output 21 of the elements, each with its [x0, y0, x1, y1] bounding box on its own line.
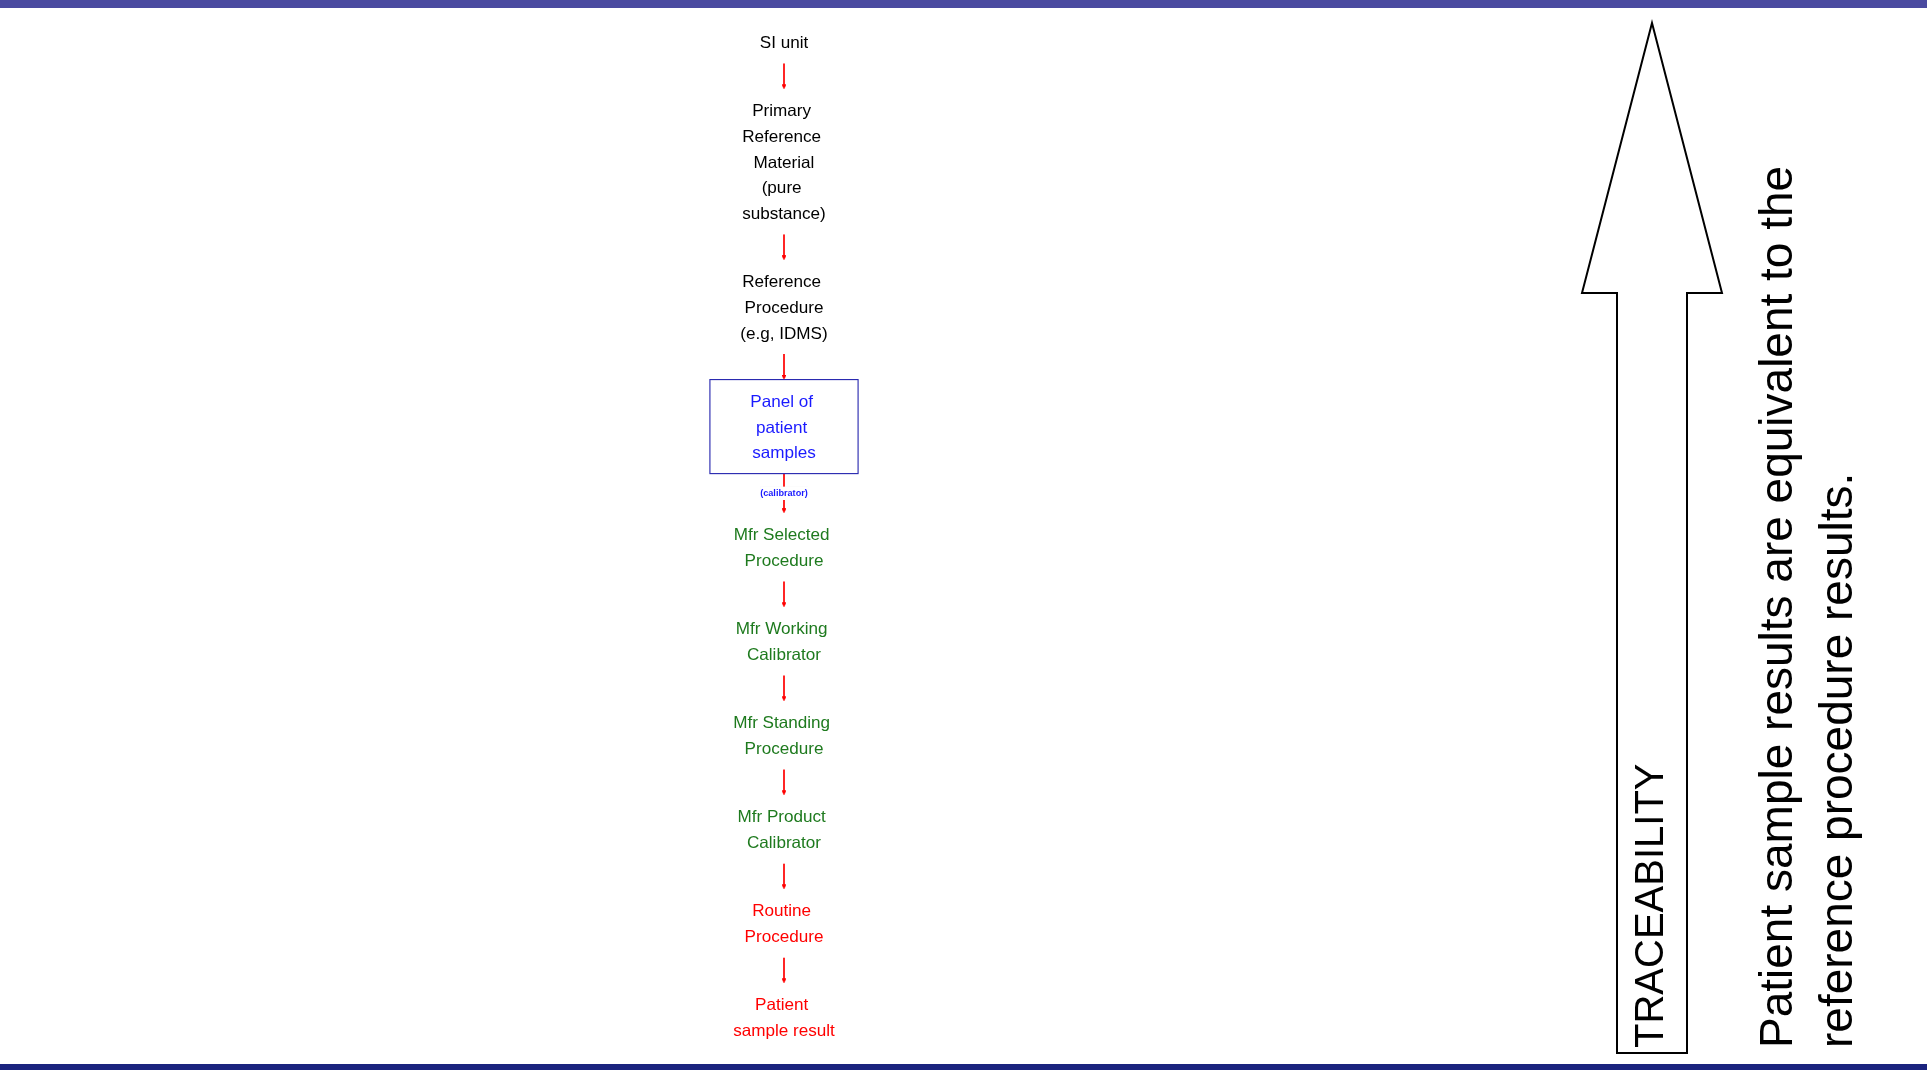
note-text: Patient sample results are equivalent to the reference procedure results.: [1749, 164, 1863, 1048]
node-text: Mfr Selected Procedure: [733, 524, 830, 570]
arrow: [781, 956, 786, 984]
node-box: Panel of patient samples: [708, 379, 859, 475]
arrow: [781, 580, 786, 608]
arrow: [781, 62, 786, 90]
node-text: Primary Reference Material (pure substance): [741, 100, 826, 223]
node-text: Routine Procedure: [744, 901, 823, 946]
node-text: Reference Procedure (e.g, IDMS): [739, 271, 828, 342]
node-text: Patient sample result: [732, 995, 835, 1040]
arrow: [781, 862, 786, 890]
node-text: SI unit: [759, 32, 808, 52]
arrow-label: TRACEABILITY: [1627, 763, 1672, 1048]
arrow: [781, 674, 786, 702]
arrow: [781, 353, 786, 380]
node-text: Mfr Standing Procedure: [732, 712, 830, 758]
edge-label: (calibrator): [759, 488, 808, 498]
arrow: [781, 233, 786, 261]
node-text: Mfr Working Calibrator: [735, 618, 828, 664]
arrow: [781, 768, 786, 796]
node-text: Mfr Product Calibrator: [736, 806, 826, 852]
